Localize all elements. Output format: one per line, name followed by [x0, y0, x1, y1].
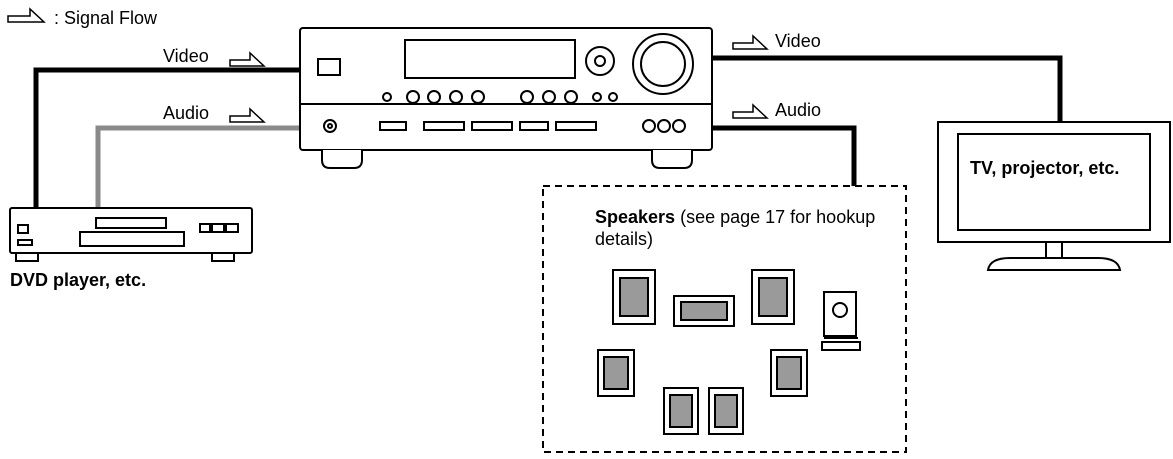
video-out-arrow-icon: [732, 34, 769, 50]
dvd-player-label: DVD player, etc.: [10, 270, 147, 290]
signal-flow-arrow-icon: [7, 7, 46, 23]
video-in-label: Video: [163, 46, 209, 66]
speakers-note: (see page 17 for hookup details): [595, 207, 876, 249]
speakers-caption: Speakers (see page 17 for hookup details…: [595, 206, 915, 250]
tv-display: [937, 121, 1171, 271]
audio-in-label: Audio: [163, 103, 210, 123]
speakers-box: [542, 185, 907, 453]
audio-out-arrow-icon: [732, 103, 769, 119]
audio-out-cable: [712, 125, 857, 186]
video-out-label: Video: [775, 31, 821, 51]
av-receiver: [299, 27, 713, 169]
legend-text: : Signal Flow: [54, 8, 158, 28]
dvd-player: [9, 207, 253, 262]
speaker-set: [597, 269, 861, 435]
video-in-cable: [33, 67, 300, 210]
audio-in-arrow-icon: [229, 107, 266, 123]
audio-in-cable: [95, 125, 300, 210]
audio-out-label: Audio: [775, 100, 822, 120]
video-out-cable: [712, 55, 1063, 122]
tv-label: TV, projector, etc.: [970, 158, 1120, 178]
speakers-title: Speakers: [595, 207, 676, 227]
video-in-arrow-icon: [229, 51, 266, 67]
subwoofer: [821, 291, 861, 351]
